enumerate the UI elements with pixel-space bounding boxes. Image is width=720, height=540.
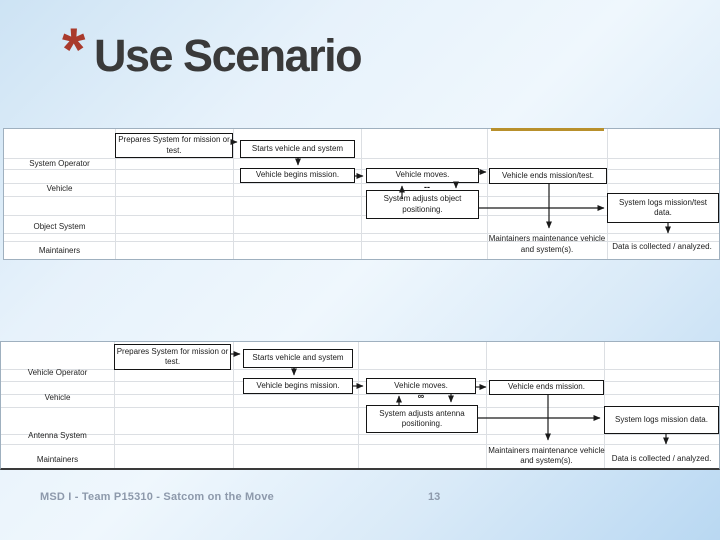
node-vehicle-begins: Vehicle begins mission. <box>240 168 355 183</box>
lane-label-vehicle: Vehicle <box>46 184 73 193</box>
highlight-bar <box>491 128 604 131</box>
node-vehicle-ends: Vehicle ends mission/test. <box>489 168 607 184</box>
node-vehicle-ends: Vehicle ends mission. <box>489 380 604 395</box>
node-system-adjusts: System adjusts antenna positioning. <box>366 405 478 433</box>
grid-line <box>4 183 719 184</box>
grid-line <box>4 196 719 197</box>
lane-label-antenna-system: Antenna System <box>28 431 87 440</box>
arrow-layer <box>231 351 669 445</box>
swimlane-diagram-top: System Operator Vehicle Object System Ma… <box>3 128 720 260</box>
node-vehicle-moves: Vehicle moves. <box>366 168 479 183</box>
page-title: Use Scenario <box>94 30 363 81</box>
loop-symbol: ∞ <box>417 391 425 401</box>
lane-label-maintainers: Maintainers <box>36 455 79 464</box>
lane-label-vehicle: Vehicle <box>44 393 71 402</box>
lane-label-maintainers: Maintainers <box>38 246 81 255</box>
node-maintainers-maintenance: Maintainers maintenance vehicle and syst… <box>488 445 605 465</box>
swimlane-diagram-bottom: Vehicle Operator Vehicle Antenna System … <box>0 341 720 470</box>
grid-line <box>233 129 234 259</box>
grid-line <box>1 434 719 435</box>
node-prepares-system: Prepares System for mission or test. <box>115 133 233 158</box>
node-data-collected: Data is collected / analyzed. <box>611 454 712 464</box>
node-system-logs: System logs mission/test data. <box>607 193 719 223</box>
grid-line <box>604 342 605 468</box>
grid-line <box>4 158 719 159</box>
grid-line <box>4 169 719 170</box>
node-vehicle-moves: Vehicle moves. <box>366 378 476 394</box>
grid-line <box>486 342 487 468</box>
grid-line <box>4 241 719 242</box>
grid-line <box>358 342 359 468</box>
grid-line <box>114 342 115 468</box>
grid-line <box>1 381 719 382</box>
grid-line <box>361 129 362 259</box>
loop-symbol: -- <box>424 182 430 192</box>
grid-line <box>487 129 488 259</box>
grid-line <box>115 129 116 259</box>
grid-line <box>1 444 719 445</box>
node-system-adjusts: System adjusts object positioning. <box>366 190 479 219</box>
node-starts-vehicle: Starts vehicle and system <box>240 140 355 158</box>
grid-line <box>1 369 719 370</box>
grid-line <box>233 342 234 468</box>
footer-text: MSD I - Team P15310 - Satcom on the Move <box>40 491 274 503</box>
node-vehicle-begins: Vehicle begins mission. <box>243 378 353 394</box>
lane-label-system-operator: System Operator <box>29 159 90 168</box>
grid-line <box>4 215 719 216</box>
node-data-collected: Data is collected / analyzed. <box>612 241 712 251</box>
node-starts-vehicle: Starts vehicle and system <box>243 349 353 368</box>
grid-line <box>1 394 719 395</box>
lane-label-object-system: Object System <box>33 222 86 231</box>
arrow-layer <box>230 139 671 234</box>
grid-line <box>1 407 719 408</box>
node-prepares-system: Prepares System for mission or test. <box>114 344 231 370</box>
grid-line <box>4 233 719 234</box>
page-number: 13 <box>428 491 441 503</box>
node-maintainers-maintenance: Maintainers maintenance vehicle and syst… <box>488 234 606 254</box>
lane-label-vehicle-operator: Vehicle Operator <box>27 368 88 377</box>
node-system-logs: System logs mission data. <box>604 406 719 434</box>
bullet-asterisk-icon: * <box>62 16 86 83</box>
